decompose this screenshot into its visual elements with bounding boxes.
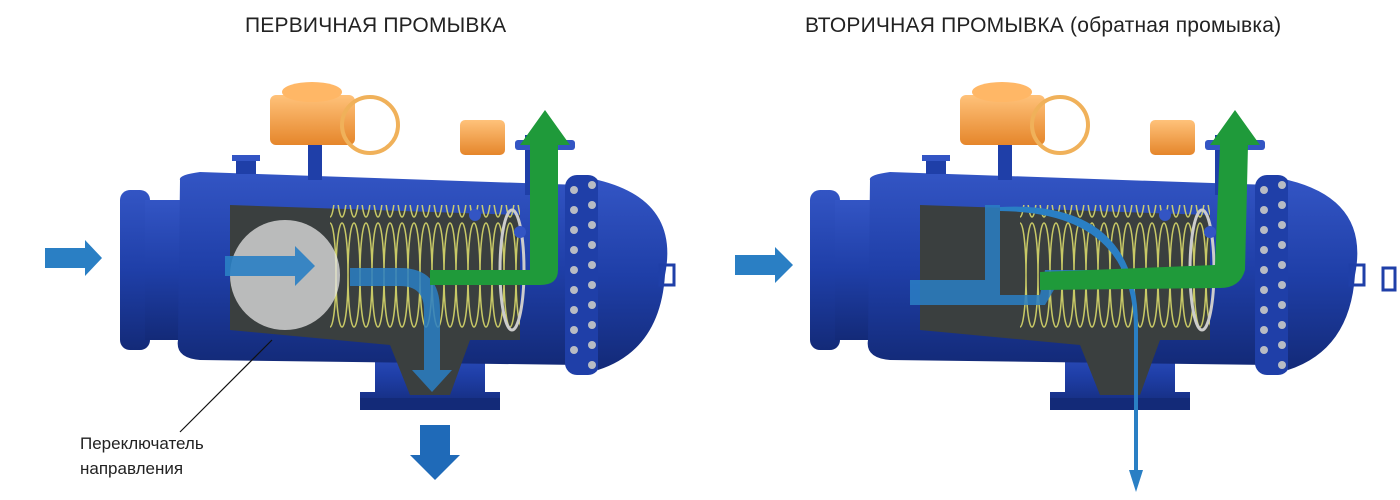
filter-secondary-flush xyxy=(808,80,1366,412)
inlet-arrow-secondary xyxy=(735,247,793,283)
flush-flow-green-secondary xyxy=(1040,110,1260,290)
inlet-arrow xyxy=(45,240,102,276)
flush-flow-green xyxy=(430,110,570,285)
outlet-arrow xyxy=(410,425,460,480)
callout-label-line1: Переключатель xyxy=(80,434,204,453)
callout-leader-line xyxy=(179,339,273,433)
handle-secondary xyxy=(1381,266,1397,292)
panel-title-secondary-flush: ВТОРИЧНАЯ ПРОМЫВКА (обратная промывка) xyxy=(805,14,1282,37)
flow-arrow-in xyxy=(225,246,315,286)
flow-arrow-down xyxy=(350,268,452,392)
callout-label-line2: направления xyxy=(80,459,184,478)
filter-primary-flush xyxy=(118,80,676,412)
panel-title-primary-flush: ПЕРВИЧНАЯ ПРОМЫВКА xyxy=(245,14,507,37)
